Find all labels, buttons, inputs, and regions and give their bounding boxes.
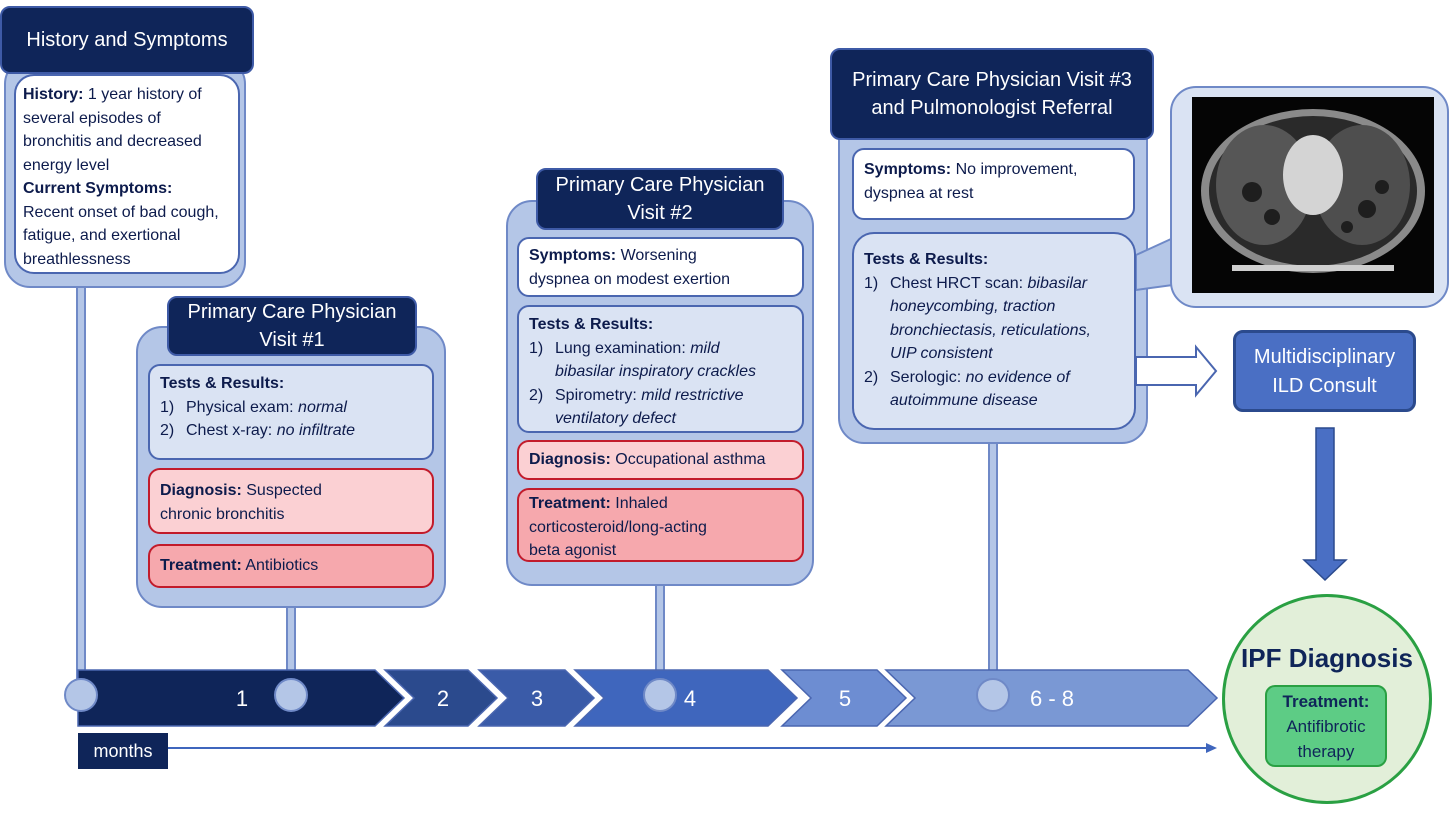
timepoint-circle-history [64, 678, 98, 712]
months-label: months [78, 733, 168, 769]
history-text: 1 year history of several episodes of br… [23, 86, 202, 174]
visit2-tests-box: Tests & Results: 1)Lung examination: mil… [517, 305, 804, 433]
connector-visit1 [286, 600, 296, 695]
connector-visit3 [988, 438, 998, 695]
timeline-segment-5 [780, 669, 908, 727]
month-label-1: 1 [235, 686, 249, 711]
timepoint-circle-visit2 [643, 678, 677, 712]
connector-history [76, 285, 86, 695]
ipf-diagnosis-title: IPF Diagnosis [1241, 643, 1413, 673]
month-label-5: 5 [838, 686, 852, 711]
timeline-segment-4 [573, 669, 799, 727]
history-label: History: [23, 86, 84, 103]
visit3-symptoms-box: Symptoms: No improvement, dyspnea at res… [852, 148, 1135, 220]
visit3-tests-box: Tests & Results: 1)Chest HRCT scan: biba… [852, 232, 1136, 430]
multidisciplinary-consult-box: Multidisciplinary ILD Consult [1233, 330, 1416, 412]
visit3-header: Primary Care Physician Visit #3 and Pulm… [830, 48, 1154, 140]
history-header: History and Symptoms [0, 6, 254, 74]
current-symptoms-text: Recent onset of bad cough, fatigue, and … [23, 203, 219, 268]
ipf-treatment-box: Treatment: Antifibrotic therapy [1265, 685, 1387, 767]
hrct-scan-image [1192, 97, 1434, 293]
visit1-tests-label: Tests & Results: [160, 375, 285, 392]
month-label-4: 4 [683, 686, 697, 711]
month-label-3: 3 [530, 686, 544, 711]
visit1-test-2: 2)Chest x-ray: no infiltrate [160, 422, 355, 439]
timepoint-circle-visit1 [274, 678, 308, 712]
visit2-treatment-box: Treatment: Inhaled corticosteroid/long-a… [517, 488, 804, 562]
visit1-header: Primary Care Physician Visit #1 [167, 296, 417, 356]
timeline-segment-2 [383, 669, 499, 727]
visit1-header-line2: Visit #1 [259, 329, 325, 351]
month-label-2: 2 [436, 686, 450, 711]
visit1-tests-box: Tests & Results: 1)Physical exam: normal… [148, 364, 434, 460]
months-axis-arrowhead [1206, 743, 1217, 753]
visit1-diagnosis-label: Diagnosis: [160, 482, 242, 499]
visit2-header: Primary Care Physician Visit #2 [536, 168, 784, 230]
ipf-diagnosis-circle: IPF Diagnosis Treatment: Antifibrotic th… [1222, 594, 1432, 804]
visit1-treatment-box: Treatment: Antibiotics [148, 544, 434, 588]
visit1-header-line1: Primary Care Physician [187, 301, 397, 323]
current-symptoms-label: Current Symptoms: [23, 180, 173, 197]
connector-visit2 [655, 580, 665, 695]
down-arrow [1302, 427, 1348, 582]
visit1-treatment-label: Treatment: [160, 557, 242, 574]
visit1-diagnosis-box: Diagnosis: Suspected chronic bronchitis [148, 468, 434, 534]
month-label-6: 6 - 8 [1029, 686, 1075, 711]
timeline-segment-6 [884, 669, 1219, 727]
consult-arrow [1135, 344, 1218, 398]
visit1-test-1: 1)Physical exam: normal [160, 398, 347, 416]
visit2-symptoms-box: Symptoms: Worsening dyspnea on modest ex… [517, 237, 804, 297]
timeline-segment-3 [477, 669, 596, 727]
timeline-segment-1 [77, 669, 406, 727]
history-box: History: 1 year history of several episo… [14, 74, 240, 274]
timepoint-circle-visit3 [976, 678, 1010, 712]
visit2-diagnosis-box: Diagnosis: Occupational asthma [517, 440, 804, 480]
